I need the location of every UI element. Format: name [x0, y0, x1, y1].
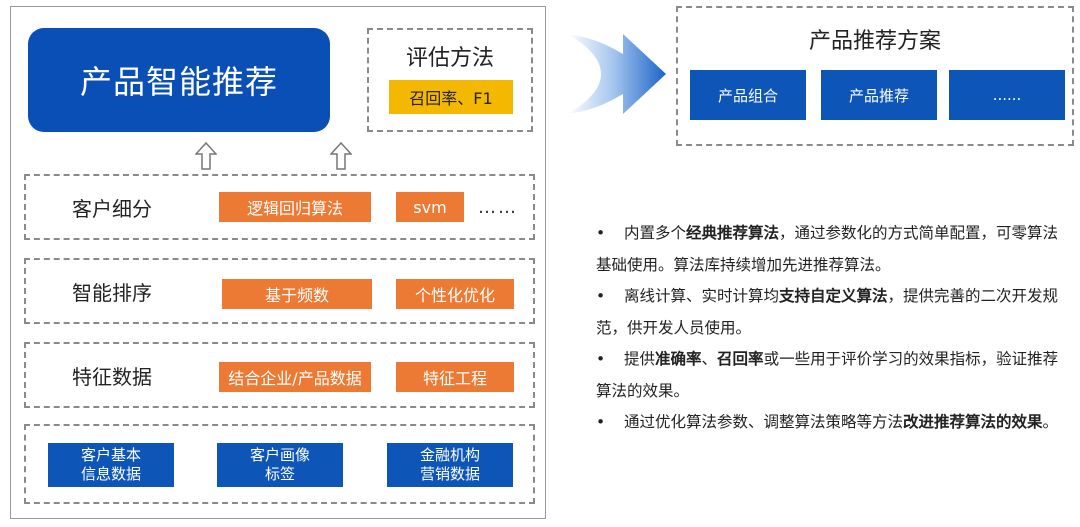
layer-customer-segmentation: 客户细分 逻辑回归算法 svm …… [24, 174, 535, 240]
bullet-text: 离线计算、实时计算均 [624, 287, 780, 305]
ranking-tag: 个性化优化 [396, 279, 514, 309]
recommendation-scheme-box: 产品推荐方案 产品组合 产品推荐 ...... [676, 6, 1074, 146]
bullet-emphasis: 准确率 [655, 350, 702, 368]
base-data-line: 标签 [264, 465, 295, 483]
bullet-text: ，提供完善的二次开发规范，供开发人员使用。 [596, 287, 1059, 337]
scheme-item: 产品组合 [690, 70, 806, 120]
evaluation-method-box: 评估方法 召回率、F1 [367, 28, 533, 132]
algorithm-tag: svm [396, 192, 464, 222]
base-data-block: 客户基本 信息数据 [48, 443, 174, 487]
algorithm-tag: 逻辑回归算法 [219, 192, 371, 222]
bullet-marker: • [596, 350, 606, 368]
evaluation-title: 评估方法 [405, 46, 494, 71]
bullet-marker: • [596, 224, 606, 242]
bullet-text: 通过优化算法参数、调整算法策略等方法 [624, 413, 904, 431]
layer-feature-data: 特征数据 结合企业/产品数据 特征工程 [24, 342, 535, 408]
up-arrow-icon [330, 142, 352, 170]
base-data-line: 金融机构 [419, 446, 480, 464]
flow-arrow-icon [567, 34, 666, 114]
bullet-emphasis: 经典推荐算法 [686, 224, 780, 242]
bullet-emphasis: 召回率 [717, 350, 764, 368]
bullet-text: 或一些用于评价学习的效果指标，验证推荐算法的效果。 [596, 350, 1059, 400]
up-arrow-icon [195, 142, 217, 170]
scheme-item: ...... [949, 70, 1065, 120]
bullet-marker: • [596, 287, 606, 305]
layer-label: 智能排序 [72, 280, 152, 305]
feature-tag: 特征工程 [396, 362, 514, 392]
bullet-emphasis: 支持自定义算法 [779, 287, 888, 305]
base-data-line: 客户画像 [249, 446, 310, 464]
bullet-text: 。 [1042, 413, 1059, 431]
bullet-emphasis: 改进推荐算法的效果 [903, 413, 1043, 431]
layer-base-data: 客户基本 信息数据 客户画像 标签 金融机构 营销数据 [24, 424, 535, 504]
base-data-block: 金融机构 营销数据 [387, 443, 513, 487]
bullet-text: ，通过参数化的方式简单配置，可零算法基础使用。算法库持续增加先进推荐算法。 [596, 224, 1059, 274]
ranking-tag: 基于频数 [222, 279, 372, 309]
product-recommendation-hero: 产品智能推荐 [28, 28, 330, 132]
more-ellipsis: …… [478, 196, 518, 218]
bullet-item: • 内置多个经典推荐算法，通过参数化的方式简单配置，可零算法基础使用。算法库持续增… [596, 218, 1066, 281]
layer-label: 客户细分 [72, 196, 152, 221]
bullet-text: 内置多个 [624, 224, 687, 242]
base-data-line: 营销数据 [419, 465, 480, 483]
layer-intelligent-ranking: 智能排序 基于频数 个性化优化 [24, 258, 535, 324]
feature-tag: 结合企业/产品数据 [219, 362, 371, 392]
base-data-block: 客户画像 标签 [217, 443, 343, 487]
bullet-item: • 提供准确率、召回率或一些用于评价学习的效果指标，验证推荐算法的效果。 [596, 344, 1066, 407]
bullet-item: • 通过优化算法参数、调整算法策略等方法改进推荐算法的效果。 [596, 407, 1066, 439]
architecture-panel [10, 6, 546, 519]
layer-label: 特征数据 [72, 364, 152, 389]
scheme-title: 产品推荐方案 [808, 29, 941, 54]
base-data-line: 信息数据 [80, 465, 141, 483]
base-data-line: 客户基本 [80, 446, 141, 464]
bullet-text: 、 [701, 350, 718, 368]
hero-title: 产品智能推荐 [79, 63, 278, 101]
bullet-text: 提供 [624, 350, 656, 368]
feature-bullet-list: • 内置多个经典推荐算法，通过参数化的方式简单配置，可零算法基础使用。算法库持续增… [596, 218, 1066, 439]
bullet-marker: • [596, 413, 606, 431]
scheme-item: 产品推荐 [821, 70, 937, 120]
bullet-item: • 离线计算、实时计算均支持自定义算法，提供完善的二次开发规范，供开发人员使用。 [596, 281, 1066, 344]
evaluation-metric-tag: 召回率、F1 [389, 80, 513, 114]
